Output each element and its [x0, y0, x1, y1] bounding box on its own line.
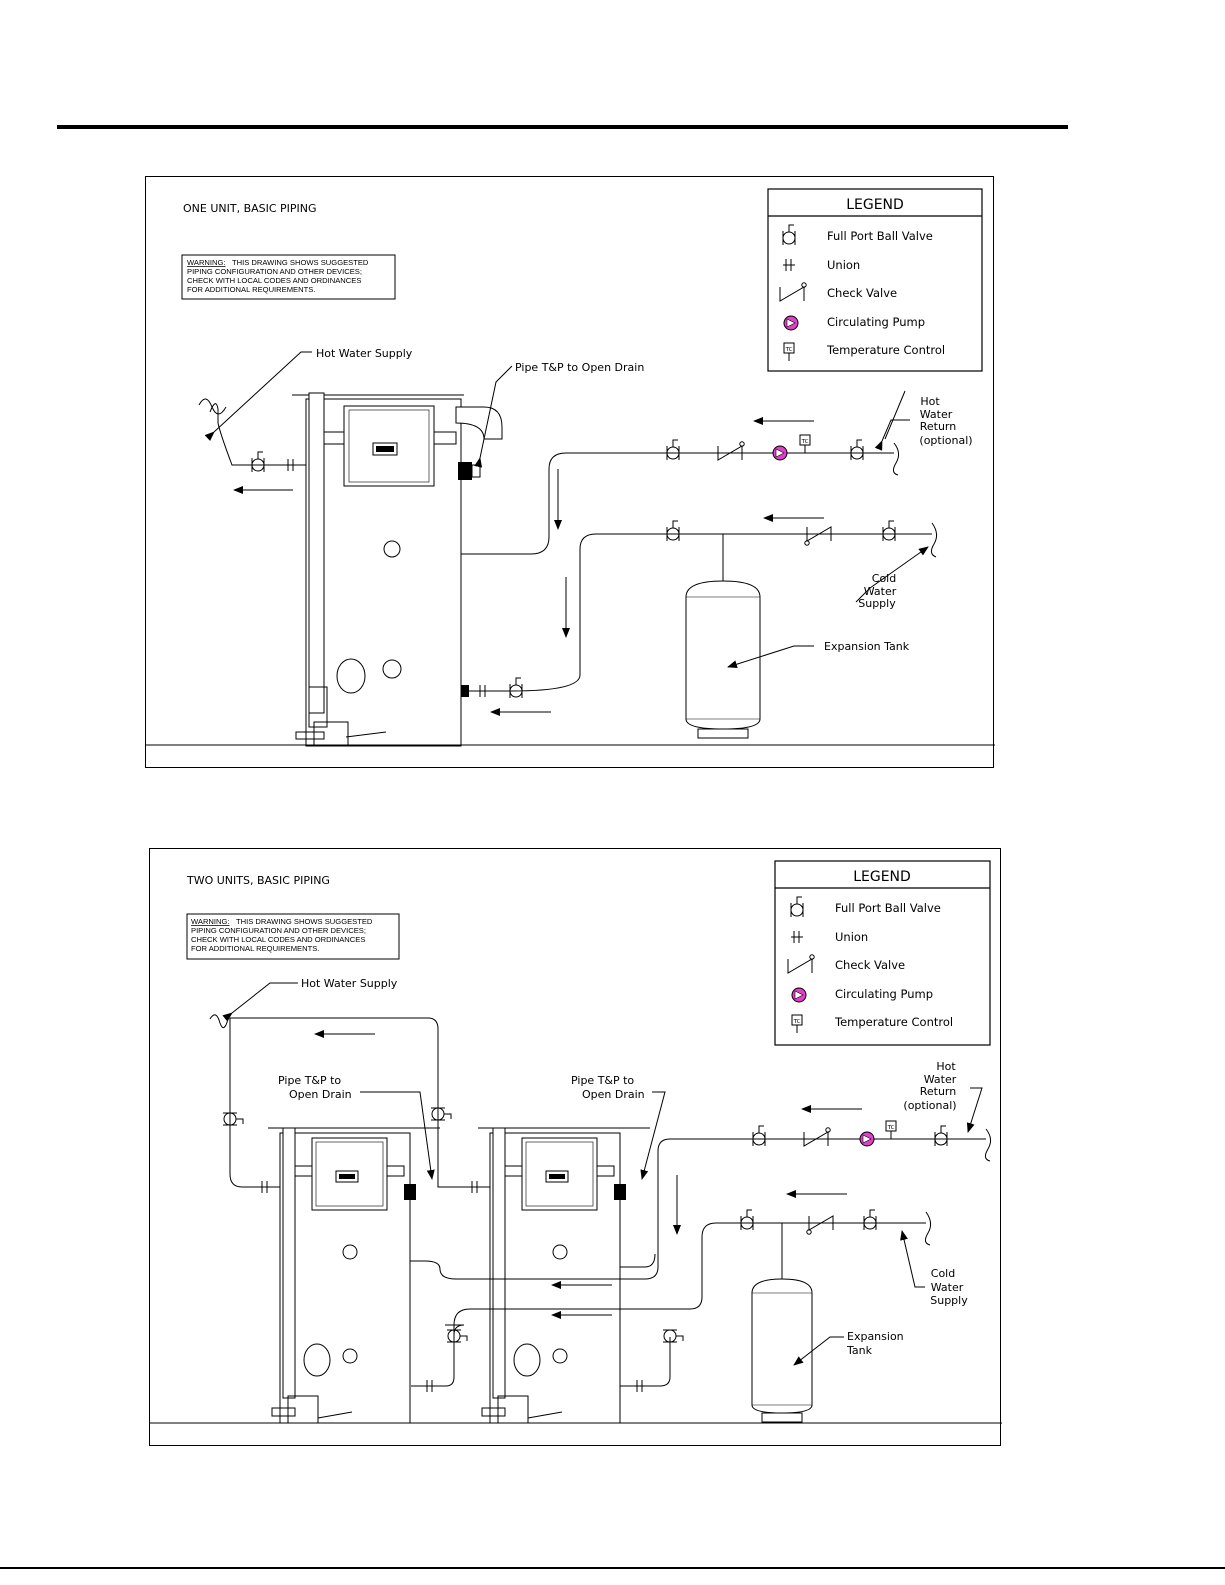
water-heater-1 [267, 1127, 441, 1424]
label-tp-drain-2: Pipe T&P to [571, 1074, 634, 1087]
diagram-two-units: TC TWO UNITS, BASIC PIPING WARNING: THIS… [149, 848, 1002, 1446]
label-cold-water-supply: Cold [931, 1267, 955, 1280]
legend-item-label: Full Port Ball Valve [835, 901, 941, 915]
legend-item-label: Check Valve [827, 286, 897, 300]
ball-valve-icon [782, 224, 796, 246]
label-hot-water-return: Water [924, 1073, 957, 1086]
legend-item-label: Check Valve [835, 958, 905, 972]
circulating-pump-icon [783, 315, 799, 331]
label-hot-water-return: Hot [920, 395, 940, 408]
label-expansion-tank: Tank [846, 1344, 873, 1357]
check-valve-icon [779, 282, 807, 302]
union-icon [790, 930, 804, 944]
warning-line-3: CHECK WITH LOCAL CODES AND ORDINANCES [187, 276, 361, 285]
legend-item-label: Union [827, 258, 860, 272]
diagram-one-unit: TC ONE UNIT, BASIC PIPING WARNING: THIS … [145, 176, 995, 768]
label-hot-water-return: Hot [936, 1060, 956, 1073]
label-expansion-tank: Expansion [847, 1330, 904, 1343]
label-hot-water-return: Return [920, 1085, 957, 1098]
label-hot-water-supply: Hot Water Supply [316, 347, 413, 360]
legend-title: LEGEND [846, 197, 904, 213]
label-hot-water-return: Water [920, 408, 953, 421]
legend-title: LEGEND [853, 869, 911, 885]
warning-line-2: PIPING CONFIGURATION AND OTHER DEVICES; [187, 267, 362, 276]
label-cold-water-supply: Water [864, 585, 897, 598]
label-hot-water-return: Return [920, 420, 957, 433]
label-hot-water-return: (optional) [903, 1099, 956, 1112]
check-valve-icon [787, 954, 815, 974]
label-hot-water-return: (optional) [919, 434, 972, 447]
warning-line-4: FOR ADDITIONAL REQUIREMENTS. [187, 285, 315, 294]
diagram-title: TWO UNITS, BASIC PIPING [186, 874, 330, 887]
temperature-control-icon [783, 342, 795, 362]
expansion-tank [751, 1223, 813, 1423]
diagram-one-unit-drawing: TC ONE UNIT, BASIC PIPING WARNING: THIS … [146, 188, 995, 747]
warning-label: WARNING: [191, 917, 230, 926]
warning-line-4: FOR ADDITIONAL REQUIREMENTS. [191, 944, 319, 953]
circulating-pump-icon [791, 987, 807, 1003]
legend-item-label: Temperature Control [834, 1015, 953, 1029]
label-hot-water-supply: Hot Water Supply [301, 977, 398, 990]
warning-line-1: THIS DRAWING SHOWS SUGGESTED [232, 258, 369, 267]
label-cold-water-supply: Cold [872, 572, 896, 585]
warning-box [181, 254, 396, 300]
warning-line-2: PIPING CONFIGURATION AND OTHER DEVICES; [191, 926, 366, 935]
ball-valve-icon [790, 896, 804, 918]
diagram-title: ONE UNIT, BASIC PIPING [183, 202, 317, 215]
label-tp-drain-2: Open Drain [582, 1088, 645, 1101]
header-rule [57, 125, 1068, 129]
expansion-tank [685, 534, 761, 739]
legend: LEGEND Full Port Ball Valve Union Check … [774, 860, 991, 1046]
warning-line-3: CHECK WITH LOCAL CODES AND ORDINANCES [191, 935, 365, 944]
legend-item-label: Temperature Control [826, 343, 945, 357]
label-tp-drain-1: Pipe T&P to [278, 1074, 341, 1087]
label-cold-water-supply: Supply [858, 597, 896, 610]
water-heater [292, 392, 503, 747]
footer-rule [0, 1567, 1225, 1569]
diagram-two-units-drawing: TC TWO UNITS, BASIC PIPING WARNING: THIS… [150, 860, 1002, 1424]
label-tp-drain: Pipe T&P to Open Drain [515, 361, 644, 374]
union-icon [782, 258, 796, 272]
warning-line-1: THIS DRAWING SHOWS SUGGESTED [236, 917, 373, 926]
legend: LEGEND Full Port Ball Valve Union Check … [767, 188, 983, 372]
legend-item-label: Circulating Pump [827, 315, 925, 329]
temperature-control-icon [791, 1014, 803, 1034]
legend-item-label: Circulating Pump [835, 987, 933, 1001]
label-expansion-tank: Expansion Tank [824, 640, 910, 653]
warning-label: WARNING: [187, 258, 226, 267]
label-tp-drain-1: Open Drain [289, 1088, 352, 1101]
warning-box [186, 913, 400, 960]
label-cold-water-supply: Water [931, 1281, 964, 1294]
legend-item-label: Full Port Ball Valve [827, 229, 933, 243]
water-heater-2 [477, 1127, 651, 1424]
legend-item-label: Union [835, 930, 868, 944]
label-cold-water-supply: Supply [930, 1294, 968, 1307]
